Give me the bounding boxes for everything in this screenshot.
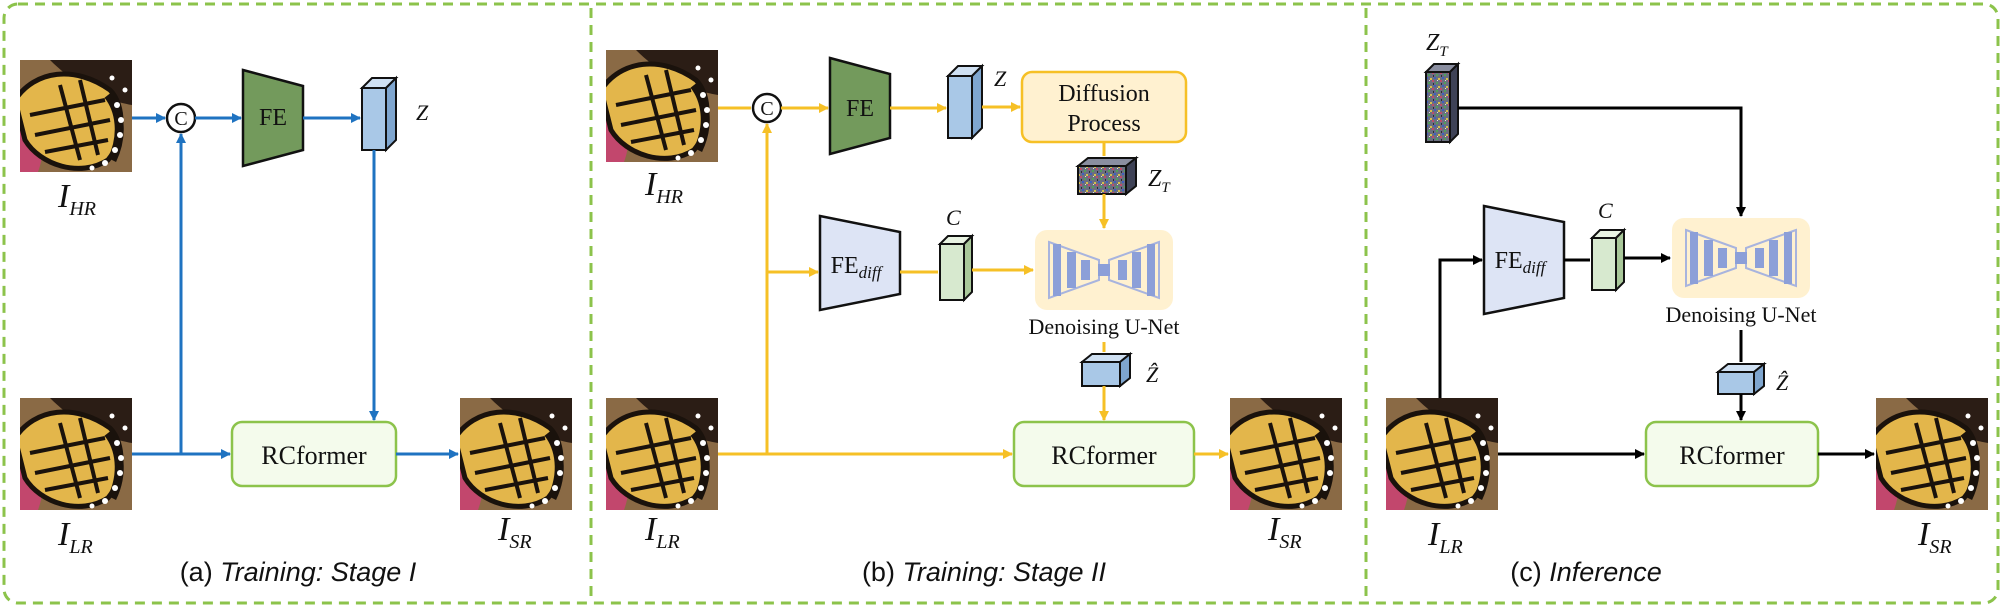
zhat-cube-c [1715,361,1767,397]
lr-image-c [1381,398,1498,510]
unet-label-c: Denoising U-Net [1666,302,1817,327]
isr-label-c: ISR [1917,516,1952,558]
unet-icon-c [1671,217,1811,299]
isr-label-b: ISR [1267,511,1302,553]
ilr-label-c: ILR [1427,516,1463,558]
z-cube-a [359,75,399,153]
c-cube-c [1589,227,1627,293]
ilr-label-a: ILR [57,516,93,558]
fe-diff-block-b [818,214,902,312]
caption-a: (a) Training: Stage I [180,557,417,587]
lr-image-b [601,398,718,510]
zt-cube-c [1423,61,1461,145]
ilr-label-b: ILR [644,511,680,553]
zt-cube-b [1075,155,1139,197]
concat-symbol-a: C [174,108,187,130]
hr-image-a [15,60,132,172]
z-label-b: Z [994,66,1007,91]
unet-label-b: Denoising U-Net [1029,314,1180,339]
fe-label-a: FE [259,105,287,131]
fe-diff-block-c [1482,204,1566,316]
zt-label-c: ZT [1426,30,1449,60]
c-label-c: C [1598,198,1613,223]
lr-image-a [15,398,132,510]
arrow-lr-to-fediff-c [1438,255,1483,398]
z-cube-b [945,63,985,141]
isr-label-a: ISR [497,511,532,553]
hr-image-b [601,50,718,162]
arrow-zt-to-unet-c [1458,106,1746,217]
fe-block-a [241,68,305,168]
fe-diff-label-c: FEdiff [1495,248,1548,277]
sr-image-b [1225,398,1342,510]
sr-image-a [455,398,572,510]
fe-diff-label-b: FEdiff [831,253,884,282]
fe-block-b [828,56,892,156]
caption-c: (c) Inference [1510,557,1662,587]
zhat-label-b: Ẑ [1146,362,1159,387]
zhat-cube-b [1079,351,1133,389]
c-label-b: C [946,205,961,230]
diffusion-label-line1: Diffusion [1058,81,1150,107]
rcformer-label-b: RCformer [1051,441,1157,470]
z-label-a: Z [416,100,429,125]
fe-label-b: FE [846,96,874,122]
zhat-label-c: Ẑ [1776,370,1789,395]
sr-image-c [1871,398,1988,510]
unet-icon-b [1034,229,1174,311]
rcformer-label-a: RCformer [261,441,367,470]
zt-label-b: ZT [1148,166,1171,196]
rcformer-label-c: RCformer [1679,441,1785,470]
panel-b: C FE Z Diffusion Process ZT FEdiff C [601,50,1342,587]
ihr-label-a: IHR [57,178,96,220]
panel-c: ZT FEdiff C Denoising U-Net Ẑ RCformer [1381,30,1988,587]
panel-a: C FE Z RCformer IHR ILR ISR (a) Training… [15,60,572,587]
c-cube-b [937,233,975,303]
caption-b: (b) Training: Stage II [862,557,1107,587]
ihr-label-b: IHR [644,166,683,208]
concat-symbol-b: C [760,98,773,120]
diffusion-label-line2: Process [1067,111,1140,137]
